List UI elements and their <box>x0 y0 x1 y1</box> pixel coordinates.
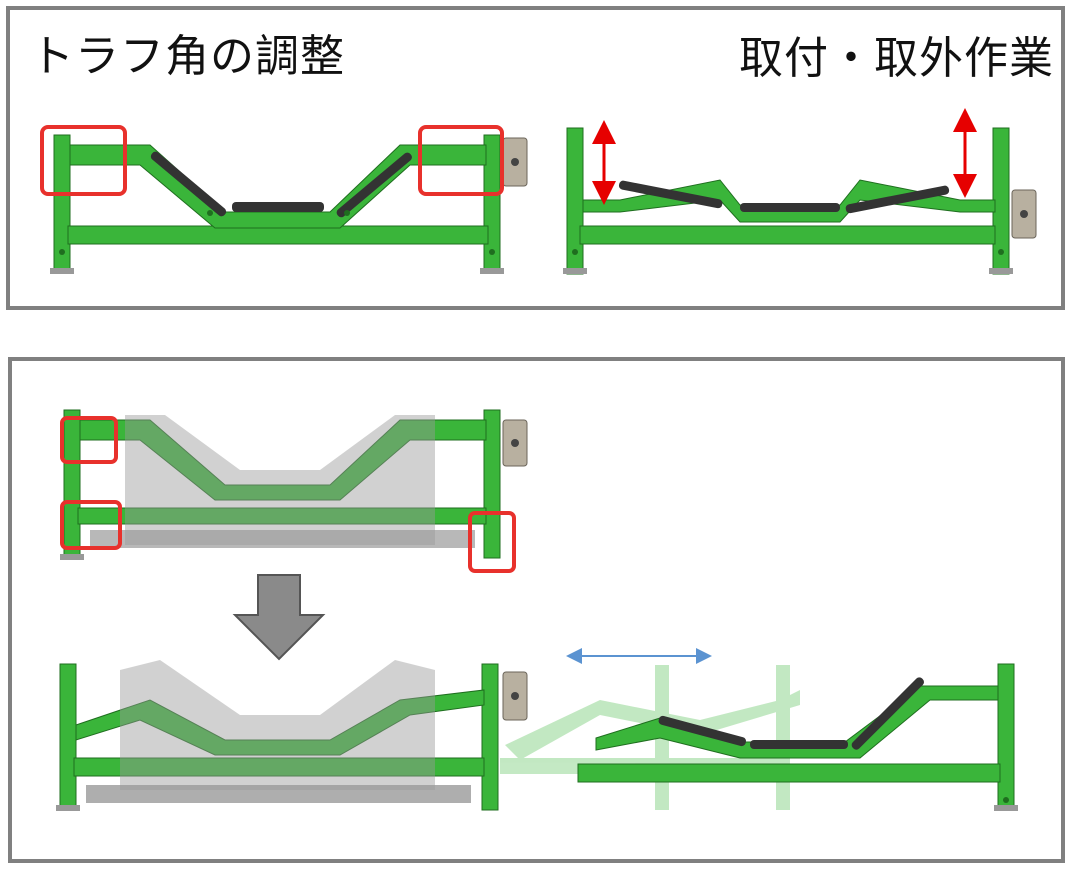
trough-frame-steep <box>50 134 528 274</box>
highlight-box <box>60 500 122 550</box>
down-arrow-icon <box>232 574 326 661</box>
highlight-box <box>418 125 504 196</box>
trough-angle-title: トラフ角の調整 <box>30 31 345 82</box>
highlight-box <box>40 125 127 196</box>
highlight-box <box>468 511 516 573</box>
trough-frame-shallow <box>563 127 1037 275</box>
install-remove-title: 取付・取外作業 <box>739 33 1054 84</box>
frame-slid-out <box>577 663 1018 811</box>
highlight-box <box>60 416 118 464</box>
trough-angle-panel <box>6 6 1065 310</box>
frame-with-ghost-lower <box>56 660 528 811</box>
frame-with-ghost-upper <box>60 409 528 560</box>
